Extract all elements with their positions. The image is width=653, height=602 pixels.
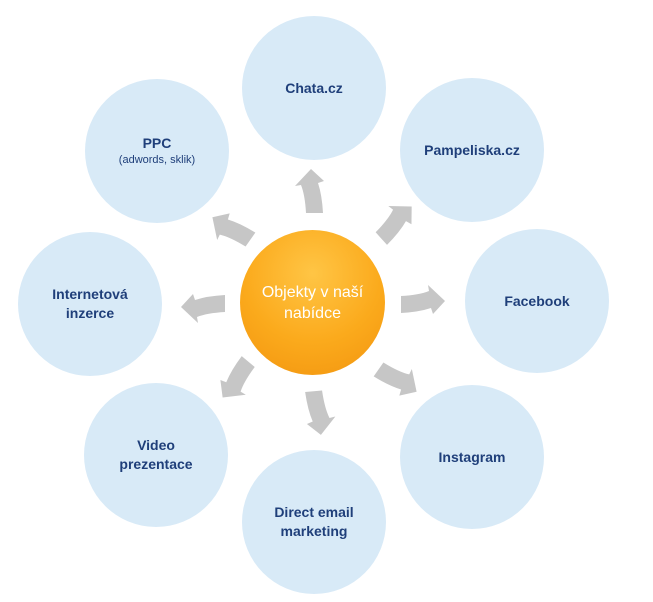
arrow-to-email bbox=[304, 389, 337, 436]
center-label-line1: Objekty v naší bbox=[261, 283, 364, 301]
node-ppc-title: PPC bbox=[142, 135, 172, 151]
node-video: Video prezentace bbox=[84, 383, 228, 527]
node-facebook: Facebook bbox=[465, 229, 609, 373]
center-label-line2: nabídce bbox=[284, 304, 341, 322]
node-direct-email-line2: marketing bbox=[280, 523, 348, 539]
node-internetova-line2: inzerce bbox=[65, 305, 115, 321]
center-node: Objekty v naší nabídce bbox=[240, 230, 385, 375]
node-instagram-label: Instagram bbox=[438, 448, 506, 465]
node-direct-email-line1: Direct email bbox=[274, 504, 354, 520]
arrow-to-internet bbox=[181, 294, 225, 323]
arrow-to-facebook bbox=[401, 285, 445, 314]
node-pampeliska-label: Pampeliska.cz bbox=[424, 141, 520, 158]
node-internetova-line1: Internetová bbox=[52, 286, 128, 302]
arrow-to-chata bbox=[295, 169, 324, 213]
node-chata: Chata.cz bbox=[242, 16, 386, 160]
arrow-to-pampeliska bbox=[368, 194, 421, 246]
node-chata-label: Chata.cz bbox=[285, 79, 343, 96]
arrow-to-instagram bbox=[373, 353, 426, 403]
node-video-line2: prezentace bbox=[119, 456, 193, 472]
arrow-to-ppc bbox=[203, 206, 256, 256]
node-internetova-inzerce: Internetová inzerce bbox=[18, 232, 162, 376]
arrow-to-video bbox=[212, 355, 264, 408]
node-ppc: PPC (adwords, sklik) bbox=[85, 79, 229, 223]
node-ppc-subtitle: (adwords, sklik) bbox=[118, 154, 196, 166]
node-direct-email: Direct email marketing bbox=[242, 450, 386, 594]
node-facebook-label: Facebook bbox=[504, 292, 570, 309]
node-video-line1: Video bbox=[137, 437, 175, 453]
node-instagram: Instagram bbox=[400, 385, 544, 529]
node-pampeliska: Pampeliska.cz bbox=[400, 78, 544, 222]
